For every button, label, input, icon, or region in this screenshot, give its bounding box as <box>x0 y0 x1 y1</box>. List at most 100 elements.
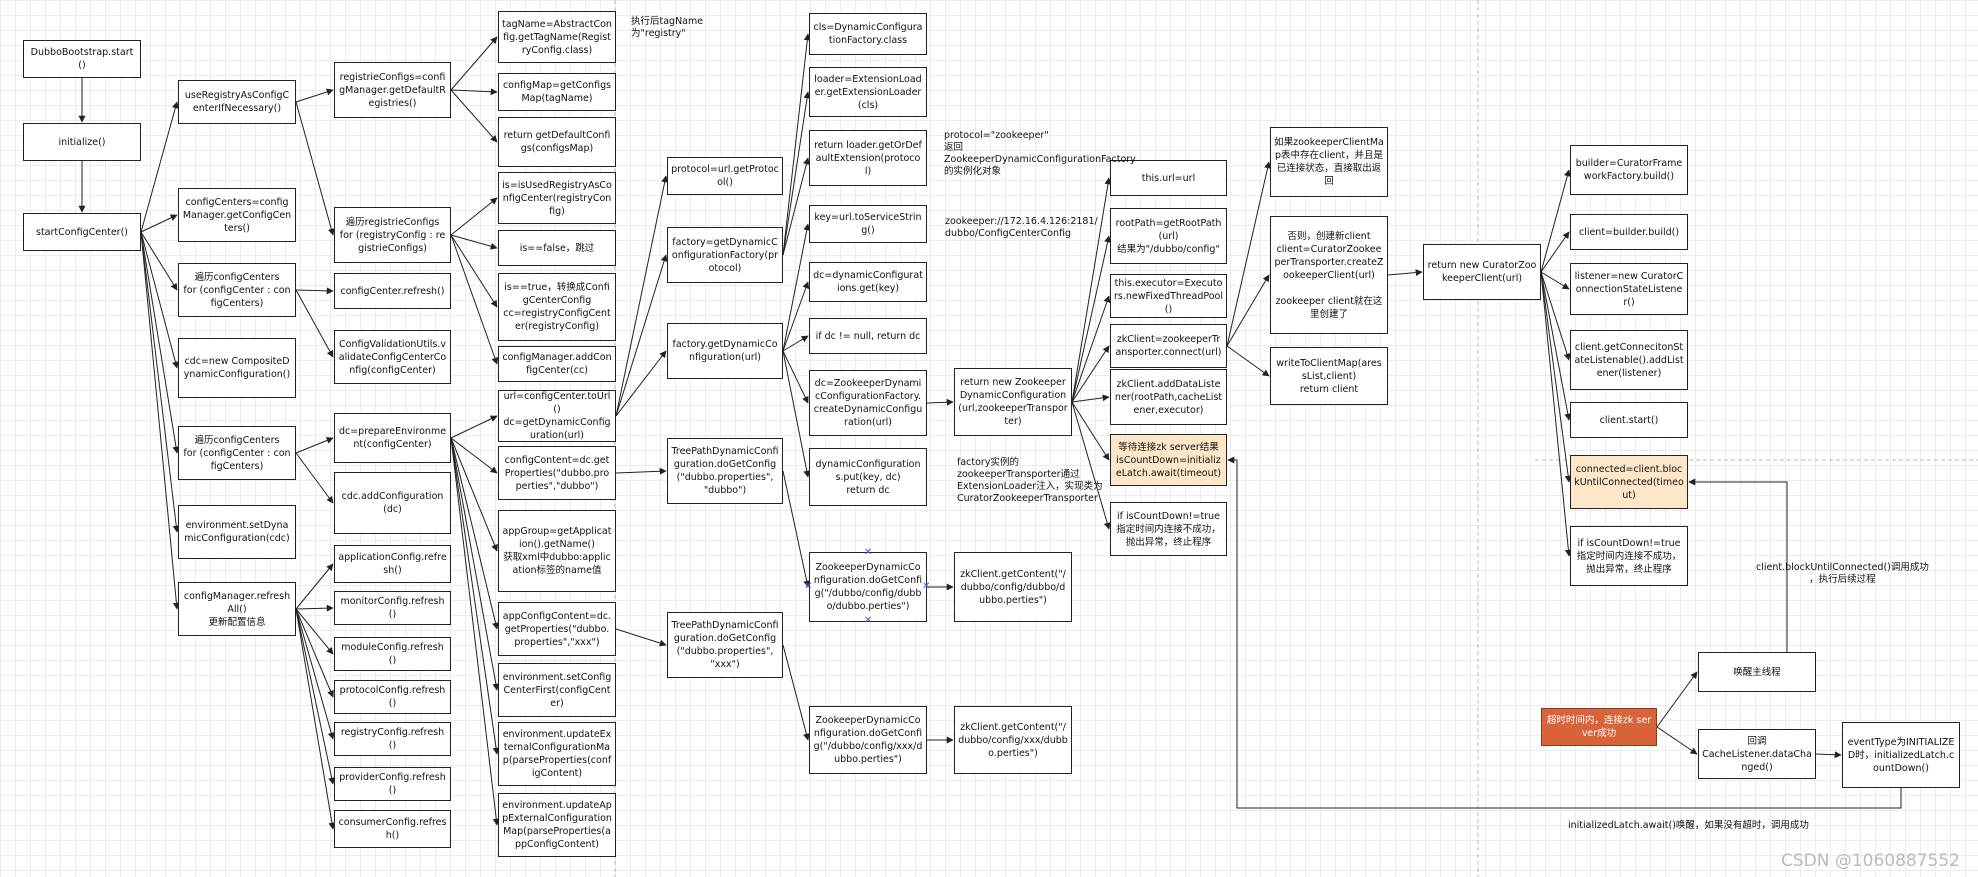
node-if-count-down-1: if isCountDown!=true 指定时间内连接不成功，抛出异常，终止程… <box>1110 502 1227 556</box>
node-if-dc-null: if dc != null, return dc <box>809 318 927 354</box>
note-latch-await: initializedLatch.await()唤醒，如果没有超时，调用成功 <box>1568 820 1809 831</box>
selection-handle-icon: ✕ <box>864 547 873 558</box>
node-dyn-put: dynamicConfigurations.put(key, dc) retur… <box>809 448 927 506</box>
node-provider-refresh: providerConfig.refresh() <box>334 767 451 801</box>
node-factory-get: factory=getDynamicConfigurationFactory(p… <box>667 227 783 283</box>
connector <box>1071 295 1111 403</box>
connector <box>295 563 334 610</box>
node-dc-get: dc=dynamicConfigurations.get(key) <box>809 262 927 302</box>
node-env-set-dynamic: environment.setDynamicConfiguration(cdc) <box>178 505 296 559</box>
connector <box>615 254 668 417</box>
connector <box>450 437 500 826</box>
connector <box>615 350 667 417</box>
node-use-registry: useRegistryAsConfigCenterIfNecessary() <box>178 80 296 124</box>
selection-handle-icon: ✕ <box>922 581 931 592</box>
node-config-content: configContent=dc.getProperties("dubbo.pr… <box>498 446 616 500</box>
connector <box>1540 271 1571 361</box>
connector <box>295 287 334 295</box>
node-app-refresh: applicationConfig.refresh() <box>334 545 451 583</box>
connector <box>782 281 810 352</box>
node-wait-connect: 等待连接zk server结果 isCountDown=initializeLa… <box>1110 434 1227 486</box>
connector <box>450 234 498 308</box>
connector <box>926 398 954 406</box>
node-zk-do-get-1: ZookeeperDynamicConfiguration.doGetConfi… <box>809 552 927 622</box>
connector <box>1071 177 1112 403</box>
node-zk-get-content-1: zkClient.getContent("/dubbo/config/dubbo… <box>954 552 1072 622</box>
node-config-centers: configCenters=configManager.getConfigCen… <box>178 188 296 242</box>
connector <box>140 214 178 233</box>
node-add-listener: client.getConnecitonStateListenable().ad… <box>1570 330 1688 390</box>
connector <box>1071 235 1112 403</box>
node-return-new-zk: return new ZookeeperDynamicConfiguration… <box>954 368 1072 436</box>
node-protocol-refresh: protocolConfig.refresh() <box>334 680 451 714</box>
selection-handle-icon: ✕ <box>864 615 873 626</box>
connector <box>1540 231 1570 273</box>
connector <box>1071 394 1110 403</box>
node-is-used: is=isUsedRegistryAsConfigCenter(registry… <box>498 172 616 224</box>
node-protocol-get: protocol=url.getProtocol() <box>667 157 783 195</box>
connector <box>140 231 179 369</box>
connector <box>1815 751 1842 759</box>
connector <box>782 350 809 404</box>
note-protocol-zookeeper: protocol="zookeeper" 返回 ZookeeperDynamic… <box>944 130 1136 177</box>
node-root-path: rootPath=getRootPath(url) 结果为"/dubbo/con… <box>1110 208 1227 264</box>
selection-handle-icon: ✕ <box>804 581 813 592</box>
connector <box>295 101 335 236</box>
connector <box>295 88 334 103</box>
connector <box>450 437 499 630</box>
connector <box>450 415 498 439</box>
node-start-config-center: startConfigCenter() <box>23 213 141 251</box>
node-registry-refresh: registryConfig.refresh() <box>334 722 451 756</box>
connector <box>1656 726 1698 755</box>
connector <box>1071 401 1110 461</box>
connector <box>140 231 180 454</box>
connector <box>615 175 669 417</box>
node-key-get: key=url.toServiceString() <box>809 205 927 243</box>
node-cls: cls=DynamicConfigurationFactory.class <box>809 13 927 55</box>
node-wake-main: 唤醒主线程 <box>1698 652 1816 692</box>
connector <box>140 101 179 233</box>
node-if-exists: 如果zookeeperClientMap表中存在client，并且是已连接状态，… <box>1270 127 1388 197</box>
node-cdc: cdc=new CompositeDynamicConfiguration() <box>178 338 296 398</box>
node-env-set-first: environment.setConfigCenterFirst(configC… <box>498 663 616 717</box>
node-add-config-center: configManager.addConfigCenter(cc) <box>498 346 616 382</box>
node-write-map: writeToClientMap(aressList,client) retur… <box>1270 347 1388 405</box>
node-builder: builder=CuratorFrameworkFactory.build() <box>1570 145 1688 195</box>
node-consumer-refresh: consumerConfig.refresh() <box>334 810 451 848</box>
connector <box>1540 271 1572 421</box>
node-tag-name: tagName=AbstractConfig.getTagName(Regist… <box>498 11 616 63</box>
connector <box>782 33 811 256</box>
node-refresh-all: configManager.refreshAll() 更新配置信息 <box>178 582 296 636</box>
connector <box>782 350 811 478</box>
node-monitor-refresh: monitorConfig.refresh() <box>334 591 451 625</box>
connector <box>140 231 180 610</box>
node-app-config-content: appConfigContent=dc.getProperties("dubbo… <box>498 602 616 656</box>
connector <box>1226 274 1270 347</box>
node-executor: this.executor=Executors.newFixedThreadPo… <box>1110 274 1227 318</box>
connector <box>1540 271 1570 290</box>
node-cdc-add-config: cdc.addConfiguration(dc) <box>334 472 451 534</box>
node-env-update-app: environment.updateAppExternalConfigurati… <box>498 793 616 857</box>
node-return-loader: return loader.getOrDefaultExtension(prot… <box>809 130 927 186</box>
node-loop-centers-2: 遍历configCenters for (configCenter : conf… <box>178 426 296 480</box>
node-tree-path-1: TreePathDynamicConfiguration.doGetConfig… <box>667 438 783 504</box>
node-if-count-down-2: if isCountDown!=true 指定时间内连接不成功，抛出异常，终止程… <box>1570 526 1688 586</box>
node-timeout-connected: 超时时间内，连接zk server成功 <box>1541 708 1657 746</box>
node-this-url: this.url=url <box>1110 160 1227 196</box>
node-validate-config: ConfigValidationUtils.validateConfigCent… <box>334 330 451 384</box>
connector <box>450 234 498 250</box>
node-event-type: eventType为INITIALIZED时，initializedLatch.… <box>1842 722 1960 788</box>
connector <box>450 197 498 236</box>
connector <box>1540 271 1572 557</box>
connector <box>1071 345 1110 403</box>
connector <box>1227 456 1902 809</box>
node-client-build: client=builder.build() <box>1570 214 1688 250</box>
node-factory-get-dyn: factory.getDynamicConfiguration(url) <box>667 323 783 379</box>
connector <box>782 470 811 588</box>
node-return-curator: return new CuratorZookeeperClient(url) <box>1423 244 1541 300</box>
connector <box>140 231 180 533</box>
node-registrie-configs: registrieConfigs=configManager.getDefaul… <box>334 62 451 118</box>
connector <box>1656 671 1698 728</box>
connector <box>450 89 498 143</box>
